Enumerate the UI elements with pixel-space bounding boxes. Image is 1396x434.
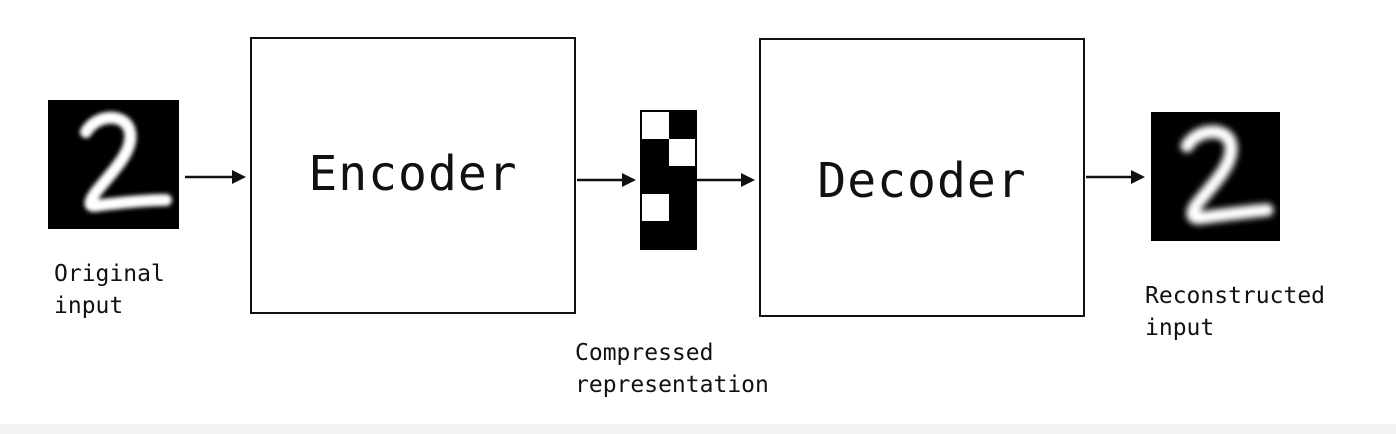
encoder-box: Encoder: [250, 37, 576, 314]
digit-two-glyph-reconstructed: [1180, 125, 1274, 225]
code-cell-r4-c0: [642, 220, 669, 248]
encoder-label: Encoder: [308, 145, 518, 202]
original-input-caption: Original input: [54, 261, 165, 319]
code-cell-r3-c1: [668, 193, 695, 221]
original-input-image: [48, 100, 179, 229]
code-cell-r0-c0: [642, 112, 669, 140]
bottom-band: [0, 424, 1396, 434]
arrow-input-to-encoder: [185, 170, 246, 184]
code-cell-r2-c1: [668, 166, 695, 194]
reconstructed-input-caption: Reconstructed input: [1145, 283, 1326, 341]
reconstructed-input-image: [1151, 112, 1280, 241]
compressed-representation-caption: Compressed representation: [575, 340, 769, 398]
decoder-label: Decoder: [817, 152, 1027, 209]
digit-two-glyph: [80, 111, 172, 212]
code-cell-r4-c1: [668, 220, 695, 248]
code-cell-r2-c0: [642, 166, 669, 194]
code-cell-r3-c0: [642, 193, 669, 221]
arrow-decoder-to-output: [1086, 170, 1145, 184]
code-cell-r1-c1: [668, 139, 695, 167]
code-cell-r0-c1: [668, 112, 695, 140]
arrow-code-to-decoder: [697, 173, 755, 187]
compressed-representation-grid: [640, 110, 697, 250]
code-cell-r1-c0: [642, 139, 669, 167]
arrow-encoder-to-code: [577, 173, 636, 187]
decoder-box: Decoder: [759, 38, 1085, 317]
